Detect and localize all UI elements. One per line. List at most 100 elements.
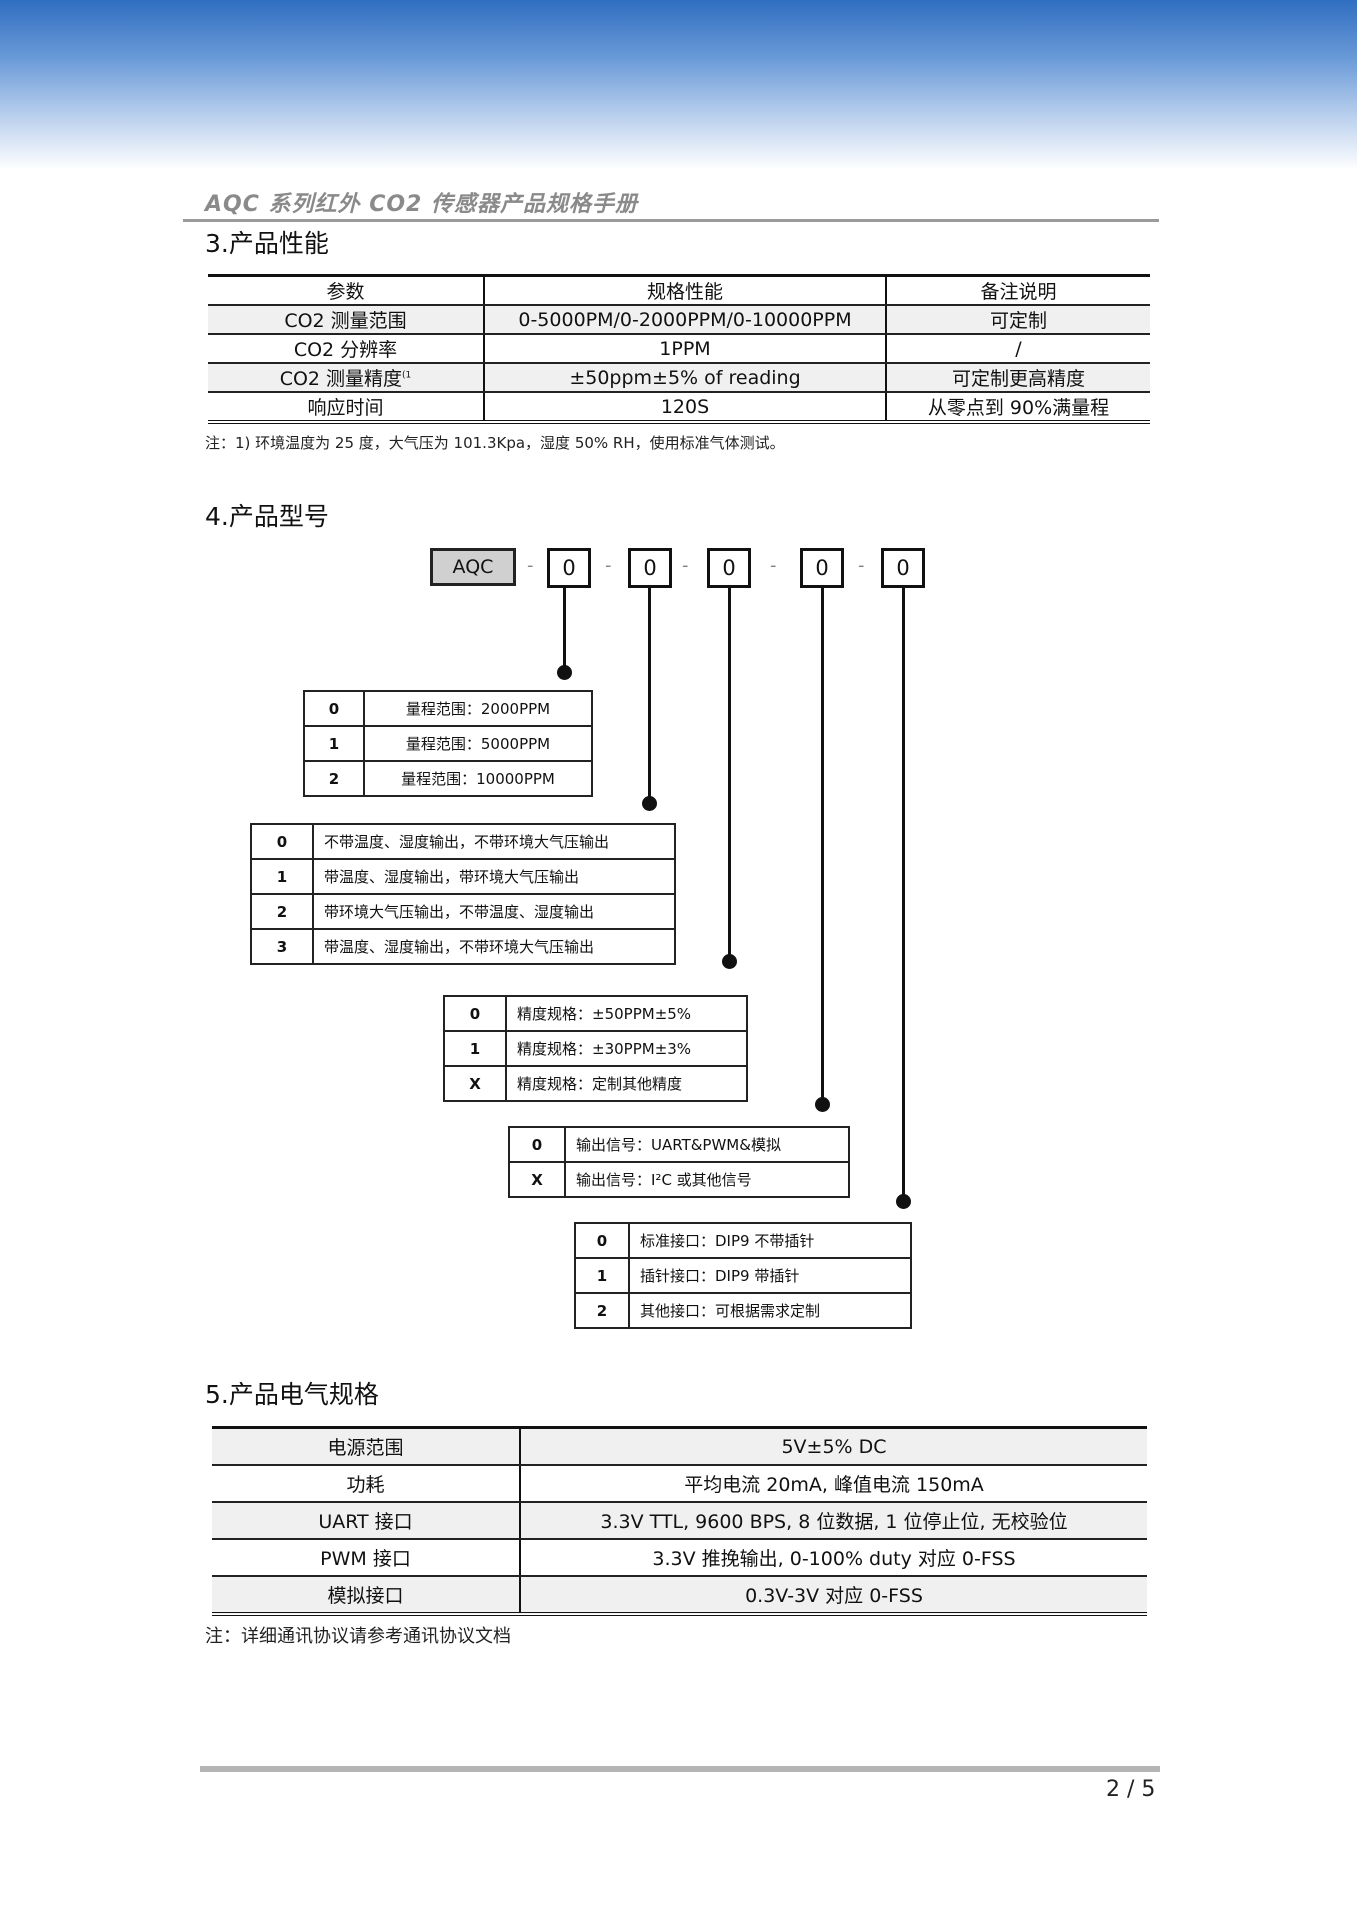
model-slot-4: 0 [800, 548, 844, 588]
document-title: AQC 系列红外 CO2 传感器产品规格手册 [205, 192, 639, 217]
connector-line [563, 588, 566, 672]
table-row: PWM 接口 3.3V 推挽输出, 0-100% duty 对应 0-FSS [212, 1539, 1147, 1577]
table-cell: 可定制更高精度 [885, 363, 1150, 393]
table-row: 响应时间 120S 从零点到 90%满量程 [208, 392, 1150, 424]
table-cell: CO2 分辨率 [208, 334, 485, 364]
option-desc: 其他接口：可根据需求定制 [628, 1292, 912, 1329]
option-desc: 精度规格：±50PPM±5% [505, 995, 748, 1032]
header-rule [183, 219, 1159, 222]
model-slot-3: 0 [707, 548, 751, 588]
connector-dot [722, 954, 737, 969]
connector-dot [815, 1097, 830, 1112]
table-cell: / [885, 334, 1150, 364]
option-desc: 带温度、湿度输出，带环境大气压输出 [312, 858, 676, 895]
table-row: CO2 测量范围 0-5000PM/0-2000PPM/0-10000PPM 可… [208, 305, 1150, 335]
option-desc: 带环境大气压输出，不带温度、湿度输出 [312, 893, 676, 930]
option-code: 1 [250, 858, 314, 895]
option-desc: 输出信号：I²C 或其他信号 [564, 1161, 850, 1198]
option-code: 2 [574, 1292, 630, 1329]
option-desc: 量程范围：2000PPM [363, 690, 593, 727]
model-separator: - [605, 555, 612, 576]
table-row: UART 接口 3.3V TTL, 9600 BPS, 8 位数据, 1 位停止… [212, 1502, 1147, 1540]
table-cell: PWM 接口 [212, 1539, 521, 1577]
option-desc: 量程范围：10000PPM [363, 760, 593, 797]
option-code: 2 [303, 760, 365, 797]
section4-heading: 4.产品型号 [205, 502, 329, 531]
table-cell: 响应时间 [208, 392, 485, 424]
option-code: 1 [443, 1030, 507, 1067]
option-desc: 量程范围：5000PPM [363, 725, 593, 762]
option-code: X [443, 1065, 507, 1102]
table-cell: 120S [483, 392, 887, 424]
table-row: CO2 测量精度(1 ±50ppm±5% of reading 可定制更高精度 [208, 363, 1150, 393]
section3-note: 注：1) 环境温度为 25 度，大气压为 101.3Kpa，湿度 50% RH，… [205, 434, 785, 452]
table-cell: 5V±5% DC [519, 1426, 1147, 1466]
model-slot-5: 0 [881, 548, 925, 588]
table-cell: 3.3V 推挽输出, 0-100% duty 对应 0-FSS [519, 1539, 1147, 1577]
table-cell: 模拟接口 [212, 1576, 521, 1616]
model-base-box: AQC [430, 548, 516, 586]
table-cell: 3.3V TTL, 9600 BPS, 8 位数据, 1 位停止位, 无校验位 [519, 1502, 1147, 1540]
model-slot-2: 0 [628, 548, 672, 588]
option-desc: 标准接口：DIP9 不带插针 [628, 1222, 912, 1259]
connector-dot [557, 665, 572, 680]
table-row: 功耗 平均电流 20mA, 峰值电流 150mA [212, 1465, 1147, 1503]
option-desc: 输出信号：UART&PWM&模拟 [564, 1126, 850, 1163]
table-cell: 电源范围 [212, 1426, 521, 1466]
option-code: 0 [443, 995, 507, 1032]
connector-dot [896, 1194, 911, 1209]
table-row: CO2 分辨率 1PPM / [208, 334, 1150, 364]
option-desc: 带温度、湿度输出，不带环境大气压输出 [312, 928, 676, 965]
option-code: 1 [574, 1257, 630, 1294]
model-slot-1: 0 [547, 548, 591, 588]
table-cell: 平均电流 20mA, 峰值电流 150mA [519, 1465, 1147, 1503]
performance-table: 参数 规格性能 备注说明 CO2 测量范围 0-5000PM/0-2000PPM… [208, 274, 1150, 424]
table-row: 模拟接口 0.3V-3V 对应 0-FSS [212, 1576, 1147, 1616]
table-cell: UART 接口 [212, 1502, 521, 1540]
section3-heading: 3.产品性能 [205, 229, 329, 258]
option-code: X [508, 1161, 566, 1198]
page-number: 2 / 5 [1106, 1777, 1156, 1802]
option-code: 0 [508, 1126, 566, 1163]
option-code: 1 [303, 725, 365, 762]
connector-line [648, 588, 651, 804]
table-cell: CO2 测量精度(1 [208, 363, 485, 393]
table-cell: 从零点到 90%满量程 [885, 392, 1150, 424]
electrical-table: 电源范围 5V±5% DC 功耗 平均电流 20mA, 峰值电流 150mA U… [212, 1426, 1147, 1616]
option-desc: 插针接口：DIP9 带插针 [628, 1257, 912, 1294]
option-code: 0 [250, 823, 314, 860]
connector-line [728, 588, 731, 962]
option-desc: 精度规格：±30PPM±3% [505, 1030, 748, 1067]
table-row: 参数 规格性能 备注说明 [208, 274, 1150, 306]
footnote-mark: (1 [402, 370, 412, 381]
option-desc: 不带温度、湿度输出，不带环境大气压输出 [312, 823, 676, 860]
model-separator: - [858, 555, 865, 576]
model-separator: - [770, 555, 777, 576]
connector-dot [642, 796, 657, 811]
footer-rule [200, 1766, 1160, 1772]
option-code: 0 [574, 1222, 630, 1259]
header-banner [0, 0, 1357, 170]
option-desc: 精度规格：定制其他精度 [505, 1065, 748, 1102]
option-code: 2 [250, 893, 314, 930]
table-row: 电源范围 5V±5% DC [212, 1426, 1147, 1466]
